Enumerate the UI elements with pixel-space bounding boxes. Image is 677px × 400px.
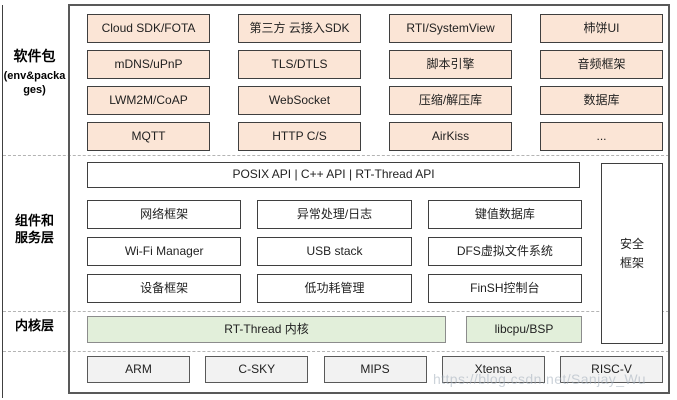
package-box: LWM2M/CoAP — [87, 86, 210, 115]
layer-label-packages-sub: (env&packages) — [3, 70, 66, 97]
packages-grid: Cloud SDK/FOTA 第三方 云接入SDK RTI/SystemView… — [87, 14, 663, 151]
package-box: TLS/DTLS — [238, 50, 361, 79]
component-box: Wi-Fi Manager — [87, 237, 242, 266]
layer-label-packages: 软件包 (env&packages) — [3, 46, 66, 98]
package-box: AirKiss — [389, 122, 512, 151]
package-box: MQTT — [87, 122, 210, 151]
package-box: HTTP C/S — [238, 122, 361, 151]
component-box: 网络框架 — [87, 200, 242, 229]
package-box: RTI/SystemView — [389, 14, 512, 43]
left-bracket-line — [2, 5, 3, 398]
layer-divider-packages — [3, 155, 669, 156]
component-box: USB stack — [257, 237, 412, 266]
layer-label-packages-title: 软件包 — [13, 48, 56, 64]
package-box: 压缩/解压库 — [389, 86, 512, 115]
package-box: 音频框架 — [540, 50, 663, 79]
libcpu-bsp-box: libcpu/BSP — [466, 316, 582, 343]
package-box: Cloud SDK/FOTA — [87, 14, 210, 43]
layer-divider-components — [3, 311, 669, 312]
rt-thread-kernel-box: RT-Thread 内核 — [87, 316, 446, 343]
package-box: ... — [540, 122, 663, 151]
package-box: WebSocket — [238, 86, 361, 115]
component-box: 设备框架 — [87, 274, 242, 303]
component-box: 键值数据库 — [427, 200, 582, 229]
cpu-box: Xtensa — [441, 356, 545, 383]
package-box: 第三方 云接入SDK — [238, 14, 361, 43]
layer-label-kernel: 内核层 — [14, 318, 54, 333]
component-box: FinSH控制台 — [427, 274, 582, 303]
watermark: https://blog.csdn.net/Sanjay_Wu — [433, 371, 646, 387]
package-box: 脚本引擎 — [389, 50, 512, 79]
security-framework-box: 安全框架 — [601, 163, 663, 344]
cpu-box: C-SKY — [205, 356, 309, 383]
cpu-row: ARM C-SKY MIPS Xtensa RISC-V — [87, 356, 663, 383]
component-box: DFS虚拟文件系统 — [427, 237, 582, 266]
component-box: 低功耗管理 — [257, 274, 412, 303]
cpu-box: RISC-V — [560, 356, 663, 383]
component-box: 异常处理/日志 — [257, 200, 412, 229]
cpu-box: MIPS — [323, 356, 427, 383]
diagram-frame — [68, 4, 670, 394]
package-box: 柿饼UI — [540, 14, 663, 43]
package-box: mDNS/uPnP — [87, 50, 210, 79]
api-bar: POSIX API | C++ API | RT-Thread API — [87, 162, 580, 188]
cpu-box: ARM — [87, 356, 190, 383]
package-box: 数据库 — [540, 86, 663, 115]
layer-label-components: 组件和服务层 — [15, 213, 55, 245]
layer-divider-kernel — [3, 351, 669, 352]
components-grid: 网络框架 异常处理/日志 键值数据库 Wi-Fi Manager USB sta… — [87, 200, 582, 303]
